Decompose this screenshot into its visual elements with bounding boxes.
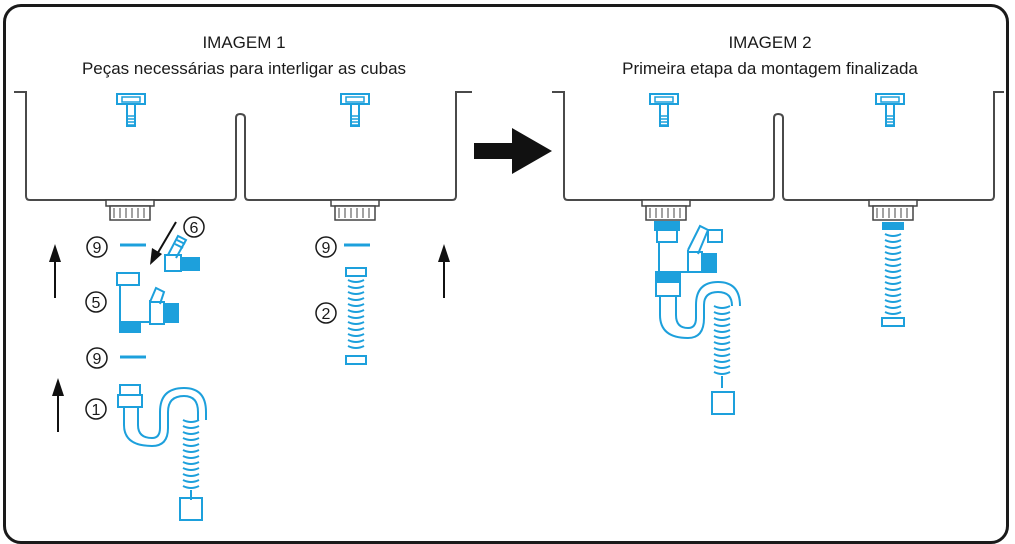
- label-5: 5: [85, 291, 107, 313]
- label-9c: 9: [315, 236, 337, 258]
- strainer-right: [875, 93, 905, 127]
- strainer-left: [649, 93, 679, 127]
- image1-title: IMAGEM 1: [202, 33, 286, 52]
- assembled-right-hose: [881, 222, 905, 327]
- arrow-right-icon: [474, 128, 552, 174]
- drain-valve-right: [868, 199, 918, 221]
- image2-title: IMAGEM 2: [728, 33, 812, 52]
- label-6: 6: [183, 216, 205, 238]
- part-6-adapter: [164, 234, 200, 272]
- hose-end-cap: [179, 497, 203, 521]
- arrow-up-icon: [52, 378, 64, 432]
- svg-text:9: 9: [93, 240, 102, 257]
- image1-subtitle: Peças necessárias para interligar as cub…: [81, 59, 407, 78]
- arrow-up-icon: [49, 244, 61, 298]
- svg-text:1: 1: [92, 402, 101, 419]
- part-1-hose: [182, 419, 200, 500]
- drain-valve-left: [641, 199, 691, 221]
- hose-end-cap: [711, 391, 735, 415]
- drain-valve-right: [330, 199, 380, 221]
- drain-valve-left: [105, 199, 155, 221]
- part-2-flex-hose: [345, 267, 367, 365]
- part-1-siphon: [117, 384, 207, 448]
- diagram-svg: 9 6 5 9 1: [14, 91, 1004, 521]
- assembled-left: [654, 221, 741, 340]
- svg-text:2: 2: [322, 306, 331, 323]
- image2-caption: IMAGEM 2 Primeira etapa da montagem fina…: [540, 30, 1000, 82]
- label-2: 2: [315, 302, 337, 324]
- part-5-tee: [116, 272, 179, 333]
- strainer-right: [340, 93, 370, 127]
- svg-text:9: 9: [93, 351, 102, 368]
- label-9b: 9: [86, 347, 108, 369]
- arrow-up-icon: [438, 244, 450, 298]
- svg-text:5: 5: [92, 295, 101, 312]
- image1-caption: IMAGEM 1 Peças necessárias para interlig…: [14, 30, 474, 82]
- svg-text:6: 6: [190, 220, 199, 237]
- image2-sinks: [552, 91, 1004, 221]
- label-9a: 9: [86, 236, 108, 258]
- label-1: 1: [85, 398, 107, 420]
- svg-text:9: 9: [322, 240, 331, 257]
- image1-sinks: [14, 91, 472, 221]
- arrow-diagonal-icon: [150, 221, 177, 265]
- strainer-left: [116, 93, 146, 127]
- assembled-left-hose: [713, 305, 731, 388]
- image2-subtitle: Primeira etapa da montagem finalizada: [622, 59, 918, 78]
